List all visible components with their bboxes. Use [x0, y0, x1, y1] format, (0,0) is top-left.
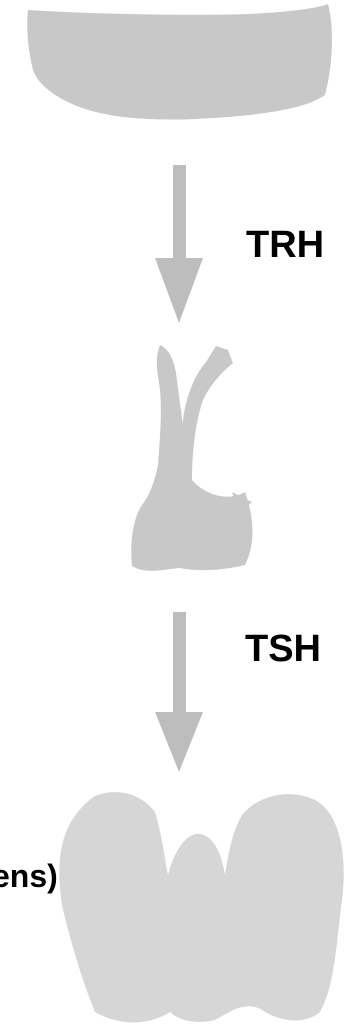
tsh-label: TSH — [245, 630, 321, 668]
thyroid-shape — [59, 792, 343, 1022]
thyroid-hormone-label: ens) — [0, 860, 58, 892]
arrow-hypothalamus-to-pituitary — [155, 165, 203, 323]
trh-label: TRH — [246, 226, 324, 264]
pituitary-shape — [131, 345, 252, 571]
hypothalamus-shape — [27, 4, 332, 120]
arrow-pituitary-to-thyroid — [155, 612, 203, 772]
